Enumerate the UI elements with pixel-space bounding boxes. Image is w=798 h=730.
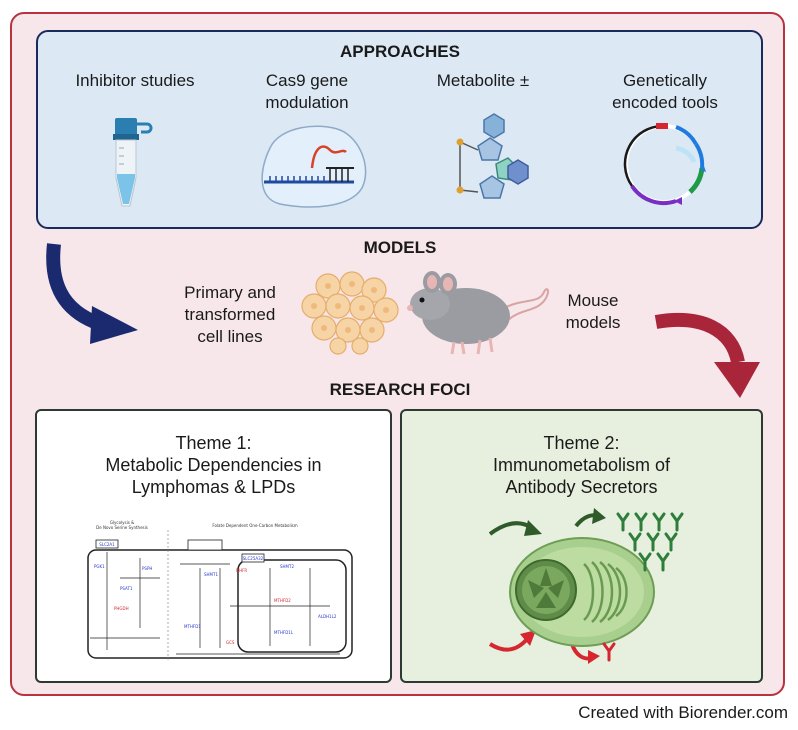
enzyme-label: PSAT1 xyxy=(120,586,133,591)
approaches-heading: APPROACHES xyxy=(340,42,460,61)
enzyme-label: MTHFD1 xyxy=(184,624,201,629)
enzyme-label: PHGDH xyxy=(114,606,129,611)
approach-label-line: encoded tools xyxy=(612,93,718,112)
mouse-models-label: Mouse models xyxy=(548,290,638,334)
models-heading: MODELS xyxy=(363,238,437,257)
cell-lines-line: cell lines xyxy=(197,327,263,346)
cell-lines-line: transformed xyxy=(184,305,276,324)
theme2-line: Antibody Secretors xyxy=(505,477,658,497)
theme2-line: Immunometabolism of xyxy=(492,455,671,475)
approach-label-genetic-tools: Genetically encoded tools xyxy=(585,70,745,114)
approach-label-inhibitor: Inhibitor studies xyxy=(40,70,230,92)
enzyme-label: GCS xyxy=(226,640,235,645)
enzyme-label: DHFR xyxy=(236,568,247,573)
cell-cluster-icon xyxy=(301,271,399,355)
mouse-models-line: models xyxy=(565,313,621,332)
enzyme-label: SHMT2 xyxy=(280,564,294,569)
red-arrow-icon xyxy=(654,312,760,398)
metabolite-icon xyxy=(456,113,529,199)
cell-lines-label: Primary and transformed cell lines xyxy=(160,282,300,348)
approach-label-metabolite: Metabolite ± xyxy=(408,70,558,92)
enzyme-label: PGK1 xyxy=(94,564,105,569)
approach-label-line: Inhibitor studies xyxy=(75,71,195,90)
mouse-models-line: Mouse xyxy=(567,291,619,310)
theme2-title: Theme 2: Immunometabolism of Antibody Se… xyxy=(405,432,758,498)
theme1-line: Lymphomas & LPDs xyxy=(131,477,296,497)
theme2-line: Theme 2: xyxy=(543,433,620,453)
approach-label-line: Cas9 gene xyxy=(265,71,349,90)
enzyme-label: SLC25A32 xyxy=(243,556,264,561)
enzyme-label: ALDH1L2 xyxy=(318,614,337,619)
blue-arrow-icon xyxy=(46,243,138,344)
plasmid-icon xyxy=(623,123,706,205)
approach-label-line: Metabolite ± xyxy=(436,71,530,90)
cas9-icon xyxy=(261,125,367,208)
approach-label-line: modulation xyxy=(265,93,349,112)
pathway-left-title-2: De Novo Serine Synthesis xyxy=(96,525,148,530)
enzyme-label: MTHFD1L xyxy=(274,630,294,635)
tube-icon xyxy=(113,118,153,207)
enzyme-label: SLC2A1 xyxy=(99,542,115,547)
pathway-diagram: Glycolysis & De Novo Serine Synthesis Fo… xyxy=(80,518,360,662)
plasma-cell-icon xyxy=(488,508,684,664)
enzyme-label: MTHFD2 xyxy=(274,598,291,603)
cell-lines-line: Primary and xyxy=(184,283,276,302)
research-foci-heading: RESEARCH FOCI xyxy=(329,380,471,399)
pathway-left-title-1: Glycolysis & xyxy=(110,520,134,525)
mouse-icon xyxy=(407,271,549,355)
biorender-credit: Created with Biorender.com xyxy=(578,703,788,722)
theme1-title: Theme 1: Metabolic Dependencies in Lymph… xyxy=(40,432,387,498)
theme1-line: Theme 1: xyxy=(175,433,252,453)
enzyme-label: SHMT1 xyxy=(204,572,218,577)
approach-label-line: Genetically xyxy=(622,71,708,90)
pathway-right-title: Folate Dependent One-Carbon Metabolism xyxy=(212,523,297,528)
enzyme-label: PSPH xyxy=(142,566,152,571)
approach-label-cas9: Cas9 gene modulation xyxy=(232,70,382,114)
theme1-line: Metabolic Dependencies in xyxy=(105,455,322,475)
